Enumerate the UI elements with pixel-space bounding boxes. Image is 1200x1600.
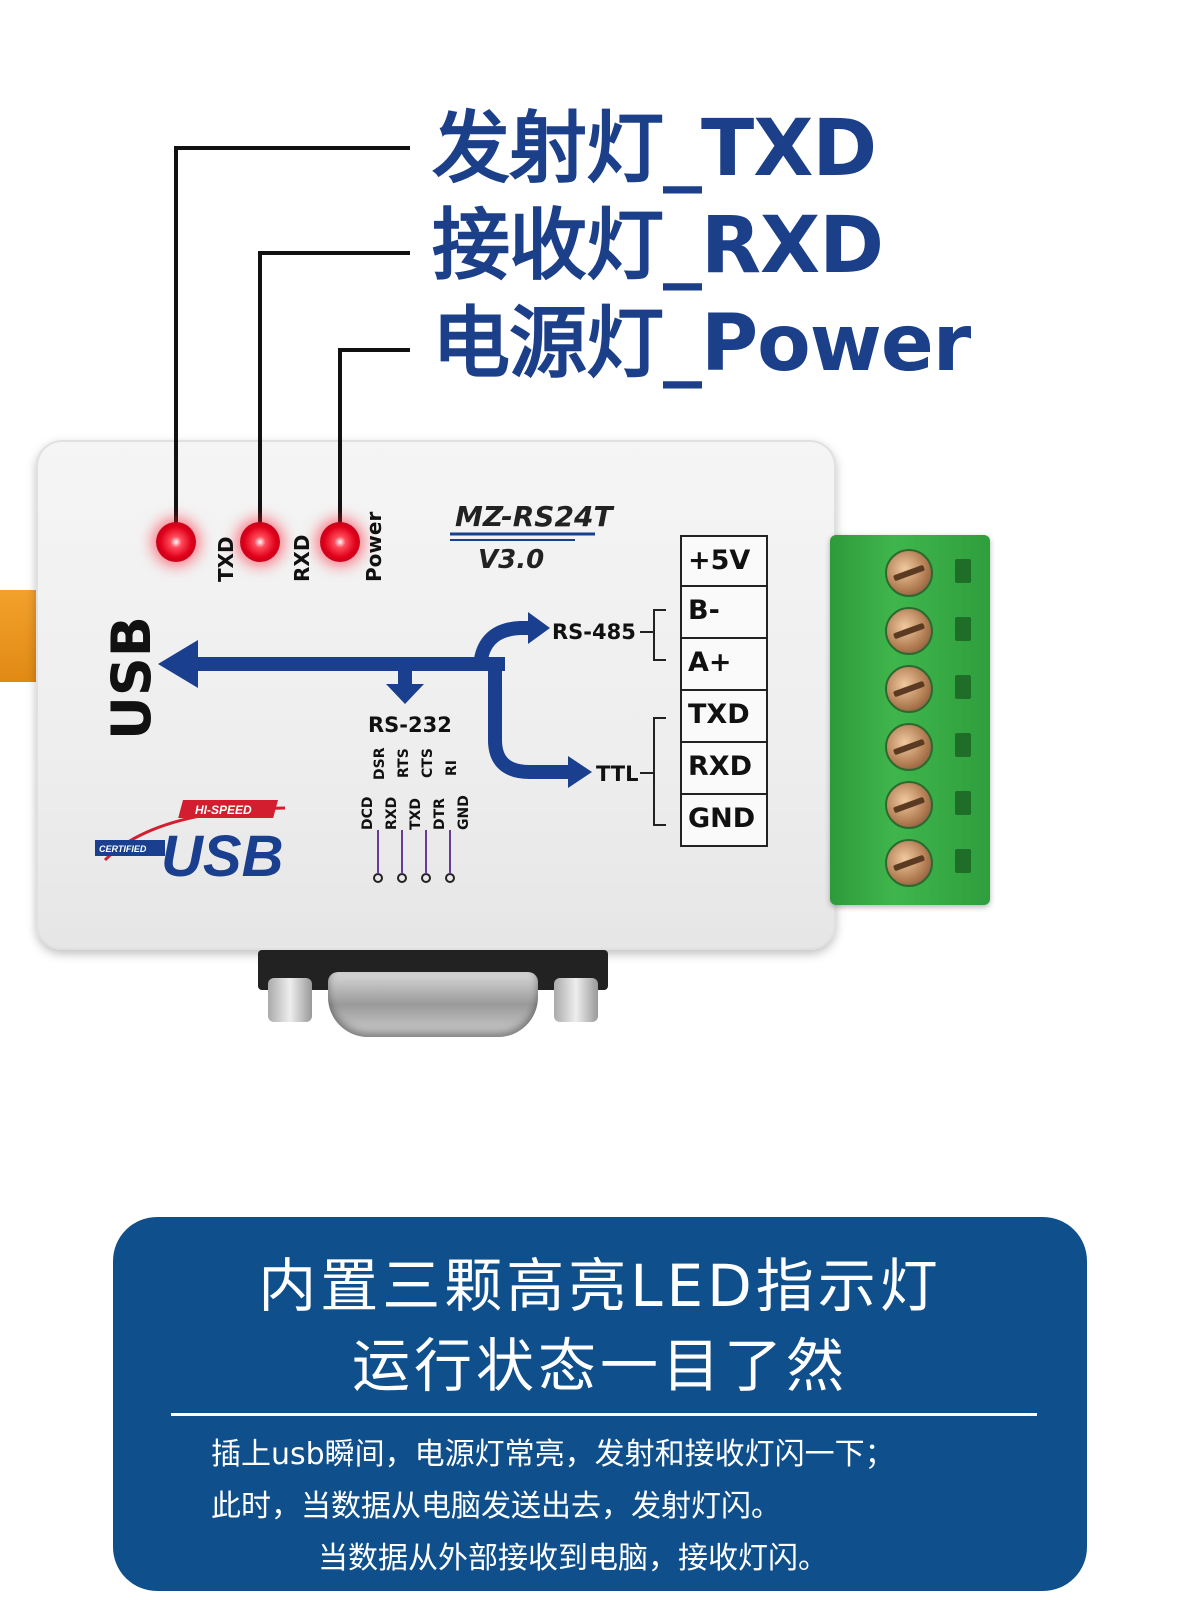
- pin-txd: TXD: [680, 691, 768, 743]
- logo-top-text: HI-SPEED: [195, 803, 252, 817]
- led-label-rxd: RXD: [290, 534, 314, 582]
- terminal-tab: [955, 849, 971, 873]
- rs232-pin-rts: RTS: [396, 748, 412, 778]
- rs232-pin-dcd: DCD: [360, 796, 376, 830]
- rs232-pin-ri: RI: [444, 760, 460, 776]
- model-version: V3.0: [478, 545, 545, 575]
- pin-5v: +5V: [680, 535, 768, 587]
- pin-rxd: RXD: [680, 743, 768, 795]
- terminal-screw: [885, 549, 933, 597]
- model-underline: [450, 532, 595, 541]
- led-rxd: [240, 522, 280, 562]
- db9-nut: [268, 978, 312, 1022]
- rs232-pin-dots: [373, 830, 455, 883]
- callout-line-power: [338, 348, 410, 540]
- callout-line-rxd: [258, 251, 410, 540]
- led-txd: [156, 522, 196, 562]
- db9-shell: [328, 972, 538, 1037]
- db9-nut: [554, 978, 598, 1022]
- bracket-lines: [640, 609, 666, 826]
- pin-a-plus: A+: [680, 639, 768, 691]
- logo-main-text: USB: [161, 824, 283, 889]
- rs232-label: RS-232: [368, 713, 452, 737]
- callout-power: 电源灯_Power: [432, 299, 971, 389]
- terminal-screw: [885, 665, 933, 713]
- rs232-pin-rxd: RXD: [384, 796, 400, 830]
- terminal-screw: [885, 839, 933, 887]
- led-power: [320, 522, 360, 562]
- pin-gnd: GND: [680, 795, 768, 847]
- terminal-screw: [885, 781, 933, 829]
- terminal-screw: [885, 723, 933, 771]
- terminal-tab: [955, 559, 971, 583]
- info-desc-line1: 插上usb瞬间，电源灯常亮，发射和接收灯闪一下；: [211, 1437, 895, 1472]
- led-label-txd: TXD: [214, 536, 238, 582]
- terminal-tab: [955, 675, 971, 699]
- usb-cable: [0, 590, 40, 682]
- info-desc-line3: 当数据从外部接收到电脑，接收灯闪。: [318, 1541, 828, 1576]
- info-desc-line2: 此时，当数据从电脑发送出去，发射灯闪。: [211, 1489, 781, 1524]
- callout-rxd: 接收灯_RXD: [432, 201, 884, 291]
- info-title-line2: 运行状态一目了然: [351, 1332, 848, 1400]
- info-panel: 内置三颗高亮LED指示灯 运行状态一目了然 插上usb瞬间，电源灯常亮，发射和接…: [113, 1217, 1087, 1591]
- rs232-pin-cts: CTS: [420, 748, 436, 778]
- pin-b-minus: B-: [680, 587, 768, 639]
- signal-arrows: [158, 612, 592, 788]
- info-divider: [171, 1413, 1037, 1416]
- ttl-label: TTL: [596, 762, 639, 786]
- callout-txd: 发射灯_TXD: [432, 104, 877, 194]
- terminal-tab: [955, 617, 971, 641]
- rs232-pin-gnd: GND: [456, 795, 472, 830]
- rs485-label: RS-485: [552, 620, 636, 644]
- led-label-power: Power: [362, 511, 386, 582]
- terminal-tab: [955, 791, 971, 815]
- rs232-pin-dtr: DTR: [432, 798, 448, 830]
- rs232-pin-dsr: DSR: [372, 747, 388, 780]
- db9-connector: [258, 950, 608, 1040]
- terminal-block: [830, 535, 990, 905]
- model-name: MZ-RS24T: [455, 500, 613, 533]
- hi-speed-usb-logo: HI-SPEED CERTIFIED USB: [95, 800, 286, 889]
- callout-line-txd: [174, 146, 410, 540]
- terminal-screw: [885, 607, 933, 655]
- info-title-line1: 内置三颗高亮LED指示灯: [258, 1252, 942, 1320]
- logo-side-text: CERTIFIED: [99, 844, 147, 854]
- callout-lines: [174, 146, 410, 540]
- terminal-tab: [955, 733, 971, 757]
- rs232-pin-txd: TXD: [408, 798, 424, 830]
